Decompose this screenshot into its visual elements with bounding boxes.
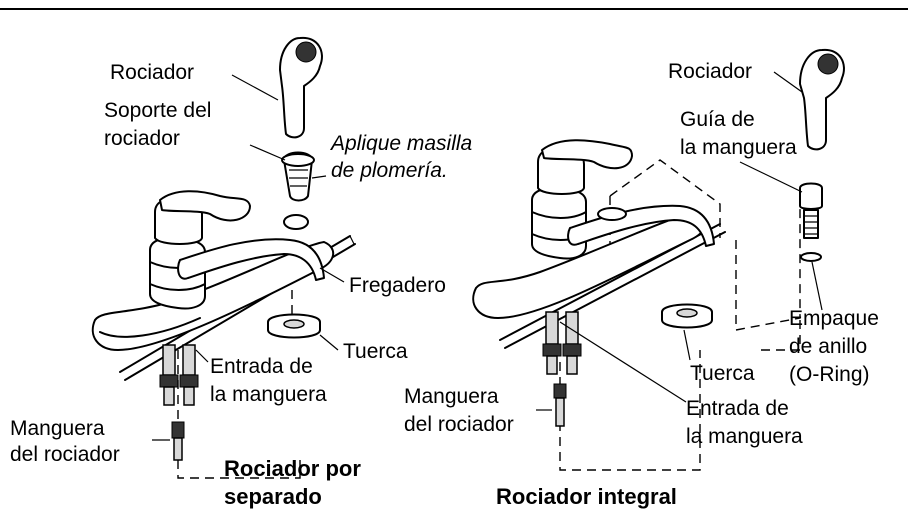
left-faucet-body [149, 190, 325, 310]
left-sprayer-parts [267, 36, 323, 339]
label-tuerca-left: Tuerca [343, 340, 408, 363]
label-empaque-line1: Empaque [789, 307, 879, 330]
right-nut [661, 303, 713, 329]
label-entrada-left-line1: Entrada de [210, 355, 313, 378]
right-leader-lines [536, 71, 823, 411]
left-supply-hoses [159, 344, 199, 430]
label-entrada-left-line2: la manguera [210, 383, 327, 406]
label-guia-line1: Guía de [680, 108, 755, 131]
title-rociador-por-separado-line2: separado [224, 484, 322, 509]
label-manguera-left-line1: Manguera [10, 417, 105, 440]
left-leader-lines [152, 74, 345, 441]
label-entrada-right-line1: Entrada de [686, 397, 789, 420]
right-faucet-body [531, 139, 715, 260]
label-fregadero: Fregadero [349, 274, 446, 297]
label-entrada-right-line2: la manguera [686, 425, 803, 448]
label-rociador-right: Rociador [668, 60, 753, 83]
label-rociador-left: Rociador [110, 61, 195, 84]
right-supply-hoses [542, 311, 582, 375]
label-tuerca-right: Tuerca [690, 362, 755, 385]
label-empaque-line3: (O-Ring) [789, 363, 870, 386]
label-aplique-line2: de plomería. [331, 159, 448, 182]
label-soporte-line1: Soporte del [104, 99, 212, 122]
label-empaque-line2: de anillo [789, 335, 868, 358]
right-sprayer-parts [799, 48, 845, 262]
right-sprayer-hose [553, 383, 567, 427]
label-aplique-line1: Aplique masilla [331, 132, 473, 155]
label-soporte-line2: rociador [104, 127, 180, 150]
label-manguera-left-line2: del rociador [10, 443, 120, 466]
label-manguera-right-line2: del rociador [404, 413, 514, 436]
title-rociador-integral: Rociador integral [496, 484, 677, 509]
label-guia-line2: la manguera [680, 136, 797, 159]
label-manguera-right-line1: Manguera [404, 385, 499, 408]
title-rociador-por-separado-line1: Rociador por [224, 456, 361, 481]
left-sprayer-hose [171, 290, 301, 479]
